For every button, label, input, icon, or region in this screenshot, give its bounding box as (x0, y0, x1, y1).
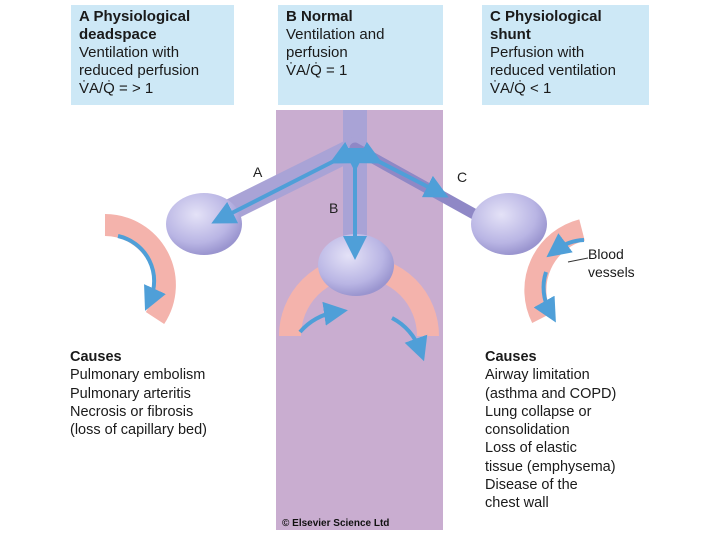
list-item: Necrosis or fibrosis (70, 403, 194, 420)
list-item: tissue (emphysema) (485, 458, 616, 475)
panel-a-title-1: A Physiological (79, 8, 191, 25)
flow-arrows (117, 141, 585, 362)
panel-c-title-2: shunt (490, 26, 531, 43)
panel-shunt: C Physiological shunt Perfusion with red… (482, 5, 649, 105)
panel-a-desc-1: Ventilation with (79, 44, 180, 61)
panel-c-title-1: C Physiological (490, 8, 602, 25)
panel-c-desc-1: Perfusion with (490, 44, 585, 61)
list-item: (loss of capillary bed) (70, 422, 207, 439)
blood-label-line-1: Blood (588, 246, 624, 262)
panel-b-title: B Normal (286, 8, 353, 25)
perfusion-arrow-c-top (546, 233, 585, 258)
panel-a-title-2: deadspace (79, 26, 157, 43)
list-item: Disease of the (485, 477, 578, 494)
blood-vessels-label: Blood vessels (588, 245, 635, 281)
list-item: chest wall (485, 495, 549, 512)
list-item: (asthma and COPD) (485, 385, 617, 402)
panel-a-ratio: V̇A/Q̇ = > 1 (79, 80, 154, 97)
perfusion-arrow-a (117, 234, 166, 311)
panel-c-ratio: V̇A/Q̇ < 1 (490, 80, 552, 97)
list-item: Airway limitation (485, 367, 590, 384)
list-item: Loss of elastic (485, 440, 577, 457)
branch-label-a: A (253, 164, 263, 180)
ventilation-arrow-c (355, 141, 449, 198)
branch-label-c: C (457, 169, 468, 185)
blood-vessel-pointer (567, 257, 589, 263)
causes-shunt: Causes Airway limitation (asthma and COP… (485, 348, 616, 513)
alveolus-c (471, 193, 547, 255)
causes-a-heading: Causes (70, 349, 122, 365)
panel-deadspace: A Physiological deadspace Ventilation wi… (71, 5, 234, 105)
ventilation-arrow-a (211, 141, 357, 224)
perfusion-arrow-b-left (298, 301, 348, 334)
list-item: consolidation (485, 422, 570, 439)
blood-vessel-a (104, 214, 176, 325)
causes-deadspace: Causes Pulmonary embolism Pulmonary arte… (70, 348, 207, 439)
copyright-notice: © Elsevier Science Ltd (282, 518, 390, 529)
list-item: Pulmonary arteritis (70, 385, 191, 402)
blood-label-line-2: vessels (588, 264, 635, 280)
panel-b-desc-1: Ventilation and (286, 26, 385, 43)
panel-a-desc-2: reduced perfusion (79, 62, 200, 79)
causes-c-heading: Causes (485, 349, 537, 365)
perfusion-arrow-b-right (391, 316, 428, 362)
alveolus-b (318, 234, 394, 296)
panel-c-desc-2: reduced ventilation (490, 62, 616, 79)
list-item: Lung collapse or (485, 403, 592, 420)
alveolus-a (166, 193, 242, 255)
perfusion-arrow-c-bottom (533, 271, 556, 323)
branch-label-b: B (329, 200, 339, 216)
panel-b-ratio: V̇A/Q̇ = 1 (286, 62, 348, 79)
list-item: Pulmonary embolism (70, 367, 206, 384)
panel-b-desc-2: perfusion (286, 44, 348, 61)
panel-normal: B Normal Ventilation and perfusion V̇A/Q… (278, 5, 443, 105)
